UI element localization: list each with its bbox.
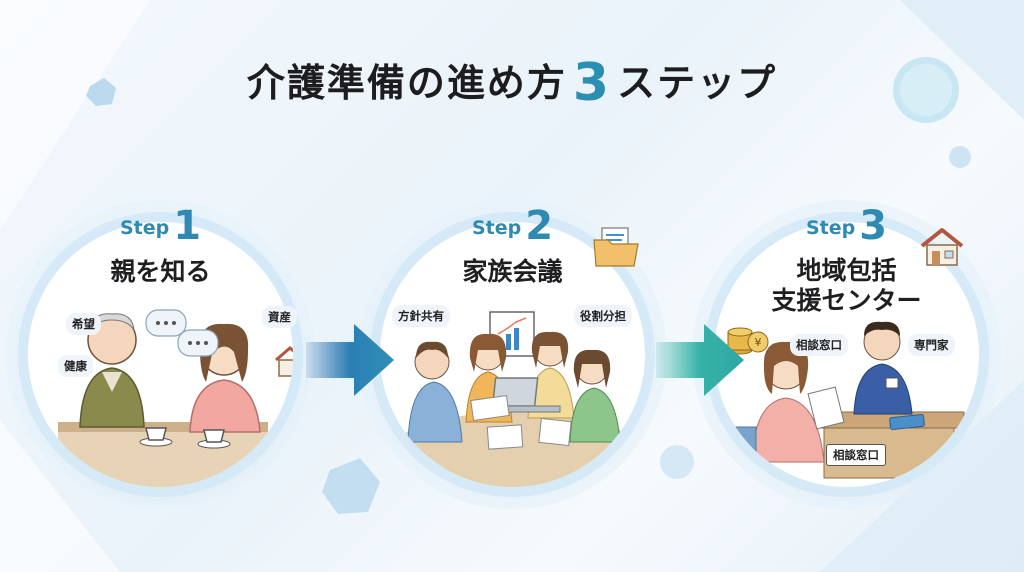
label-specialist: 専門家 — [908, 334, 955, 356]
tablet-icon — [889, 413, 925, 431]
folder-icon — [593, 227, 639, 267]
label-consult-window: 相談窓口 — [790, 334, 848, 356]
step2-heading: 家族会議 — [462, 257, 563, 286]
label-hope: 希望 — [66, 313, 101, 335]
step1-illustration — [58, 309, 293, 487]
step3-heading-line1: 地域包括 — [796, 256, 897, 285]
step3-heading: 地域包括 支援センター — [714, 256, 979, 316]
step-word: Step — [471, 217, 522, 239]
step-digit: 3 — [859, 203, 888, 249]
house-icon — [920, 228, 964, 266]
house-icon — [275, 346, 293, 377]
step2-illustration — [385, 311, 645, 487]
step3-illustration: ¥ — [727, 321, 965, 479]
step-digit: 2 — [525, 203, 554, 249]
step3-heading-line2: 支援センター — [771, 286, 922, 315]
step1-circle — [28, 222, 293, 487]
arrow-right-icon — [656, 324, 744, 396]
step1-heading: 親を知る — [110, 257, 211, 286]
speech-bubble-icon — [145, 309, 219, 357]
title-text-suffix: ステップ — [617, 61, 778, 105]
hexagon-deco-large — [322, 458, 380, 514]
label-policy-sharing: 方針共有 — [392, 305, 450, 327]
step-word: Step — [119, 217, 170, 239]
desk-sign: 相談窓口 — [826, 444, 886, 466]
label-assets: 資産 — [262, 306, 297, 328]
title-number: 3 — [572, 53, 612, 113]
step-digit: 1 — [173, 203, 202, 249]
svg-text:¥: ¥ — [755, 336, 762, 349]
step-word: Step — [805, 217, 856, 239]
arrow-right-icon — [306, 324, 394, 396]
label-role-division: 役割分担 — [574, 305, 632, 327]
orb-deco-mid — [660, 445, 694, 479]
label-health: 健康 — [58, 355, 93, 377]
orb-deco-small — [949, 146, 971, 168]
tea-cup-icon — [139, 427, 231, 449]
title-text: 介護準備の進め方 — [246, 61, 567, 105]
